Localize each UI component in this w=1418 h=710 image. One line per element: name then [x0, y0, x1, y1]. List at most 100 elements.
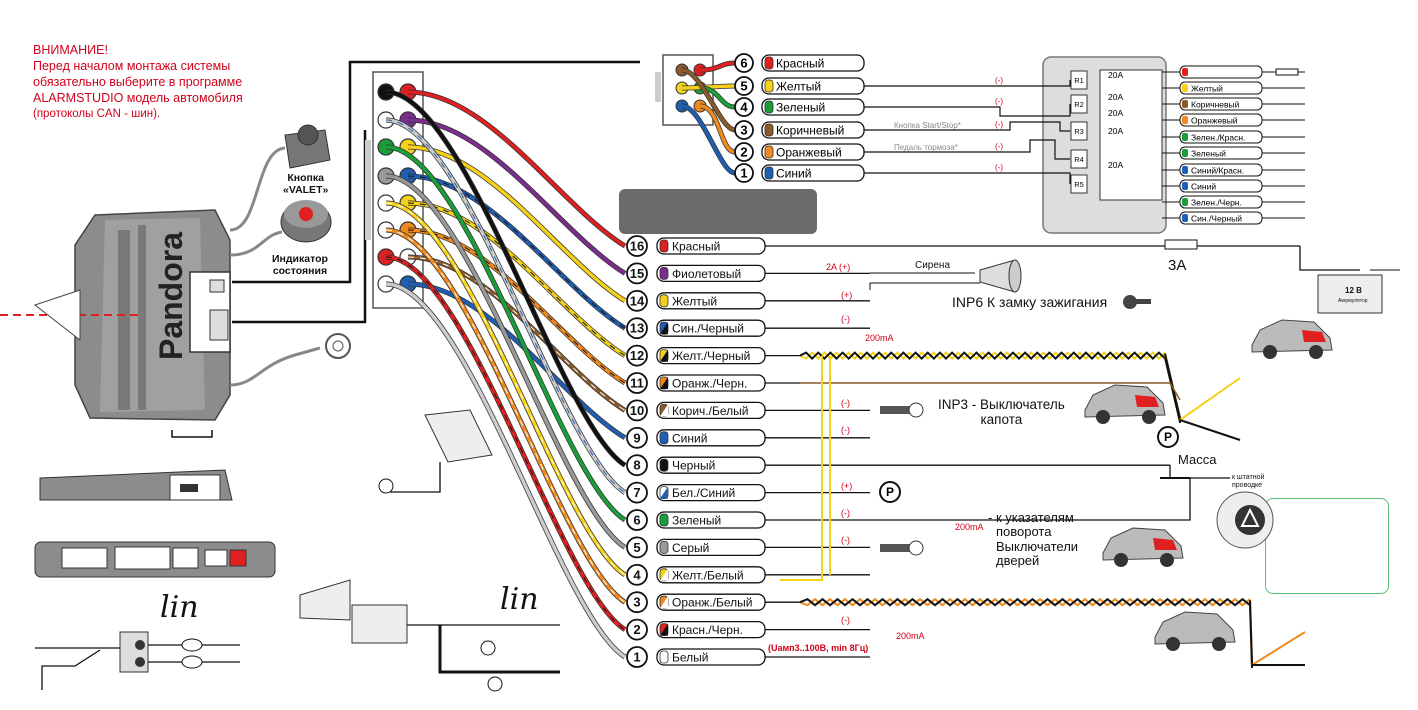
battery-icon	[1317, 274, 1383, 314]
pin-color-chip	[659, 239, 669, 253]
top-pin-number: 6	[740, 56, 747, 71]
door-switch-icon	[880, 544, 910, 552]
minus-note: (-)	[995, 76, 1003, 85]
plus-7: (+)	[841, 481, 853, 491]
top-pin-number: 2	[740, 145, 747, 160]
pin-circle-7	[626, 481, 648, 504]
pin-number-8: 8	[633, 458, 640, 473]
key-icon	[1123, 295, 1137, 309]
relay-fuse-label: 20A	[1108, 92, 1123, 102]
pin-color-chip	[659, 458, 669, 472]
pin-label-13: Син./Черный	[672, 322, 744, 336]
relay-output-label: Коричневый	[1191, 100, 1240, 110]
relay-output-chip	[1182, 149, 1188, 157]
relay-output-label: Синий	[1191, 182, 1216, 192]
top-pin-circle	[734, 142, 754, 162]
top-pin-circle	[734, 53, 754, 73]
pin-label-10: Корич./Белый	[672, 404, 748, 418]
battery-label: 12 В	[1345, 286, 1362, 295]
top-pin-label: Коричневый	[776, 124, 844, 138]
fuse-3a: 3A	[1168, 257, 1187, 274]
doors-label: Выключатели дверей	[996, 539, 1079, 568]
pin-circle-3	[626, 591, 648, 614]
brand-pandora: Pandora	[153, 232, 189, 360]
relay-output-chip	[1182, 68, 1188, 76]
top-pin-number: 3	[740, 123, 747, 138]
top-pin-circle	[734, 97, 754, 117]
relay-label: R4	[1074, 155, 1084, 164]
pin-circle-4	[626, 563, 648, 586]
pin-circle-6	[626, 509, 648, 531]
pin-number-14: 14	[630, 293, 645, 308]
pin-number-15: 15	[630, 266, 644, 281]
pin-number-4: 4	[633, 567, 641, 582]
ma-200-13: 200mA	[865, 333, 894, 343]
relay-fuse-label: 20A	[1108, 108, 1123, 118]
green-outline-box	[1265, 498, 1389, 594]
pin-circle-5	[626, 536, 648, 559]
mass-label: Масса	[1178, 452, 1217, 467]
top-pin-circle	[734, 76, 754, 96]
siren-label: Сирена	[915, 260, 951, 271]
minus-9: (-)	[841, 425, 850, 435]
minus-13: (-)	[841, 314, 850, 324]
wire-stripe	[407, 202, 626, 357]
pin-chip-stripe	[660, 349, 668, 362]
pin-label-5: Серый	[672, 541, 709, 555]
top-pin-number: 5	[740, 79, 747, 94]
fuse-3a-icon	[1164, 239, 1198, 250]
top-pin-label: Зеленый	[776, 101, 825, 115]
relay-output-label: Желтый	[1191, 84, 1223, 94]
can-wire	[1164, 353, 1181, 424]
pin-number-13: 13	[630, 321, 644, 336]
relay-output-label: Син./Черный	[1191, 214, 1242, 224]
pin-circle-14	[626, 289, 648, 312]
warning-text: ВНИМАНИЕ! Перед началом монтажа системы …	[33, 43, 243, 120]
indicator-label: Индикатор состояния	[272, 253, 328, 277]
relay-label: R2	[1074, 100, 1084, 109]
wire-stripe	[385, 256, 626, 631]
pin-number-6: 6	[633, 513, 640, 528]
lin-label-right: lin	[500, 582, 539, 617]
siren-current: 2A (+)	[826, 262, 851, 272]
pin-color-chip	[659, 294, 669, 308]
temp-sensor	[229, 333, 351, 387]
pin-label-14: Желтый	[672, 294, 717, 308]
wire-stripe	[407, 175, 626, 329]
relay-R1	[1070, 70, 1088, 90]
pin-circle-11	[626, 372, 648, 394]
wire-1	[385, 282, 626, 659]
pin-circle-10	[626, 399, 648, 422]
minus-note: (-)	[995, 120, 1003, 129]
top-wire-5	[681, 84, 736, 90]
top-pin-circle	[734, 120, 754, 140]
pin-chip-stripe	[660, 596, 668, 609]
can-wire	[799, 351, 1166, 361]
relay-label: R5	[1074, 180, 1084, 189]
top-pin-label: Желтый	[776, 80, 821, 94]
ma-200-2: 200mA	[896, 631, 925, 641]
parking-icon	[879, 481, 901, 503]
inp3-label: INP3 - Выключатель капота	[938, 397, 1065, 427]
relay-R3	[1070, 121, 1088, 141]
top-wire-3	[681, 68, 736, 132]
pin-color-chip	[659, 266, 669, 280]
relay-R4	[1070, 149, 1088, 169]
pin-number-16: 16	[630, 239, 644, 254]
relay-R5	[1070, 174, 1088, 194]
relay-output-chip	[1182, 198, 1188, 206]
turn-label: - к указателям поворота	[988, 510, 1074, 539]
wire-16	[407, 90, 626, 248]
relay-output-chip	[1182, 182, 1188, 190]
top-pin-label: Оранжевый	[776, 146, 842, 160]
relay-fuse-label: 20A	[1108, 160, 1123, 170]
pin-label-3: Оранж./Белый	[672, 596, 752, 610]
plus-14: (+)	[841, 290, 853, 300]
pin-number-5: 5	[633, 540, 640, 555]
pin-label-9: Синий	[672, 431, 707, 445]
pin-number-12: 12	[630, 348, 644, 363]
parking-icon	[1157, 426, 1179, 448]
pin-label-15: Фиолетовый	[672, 267, 741, 281]
